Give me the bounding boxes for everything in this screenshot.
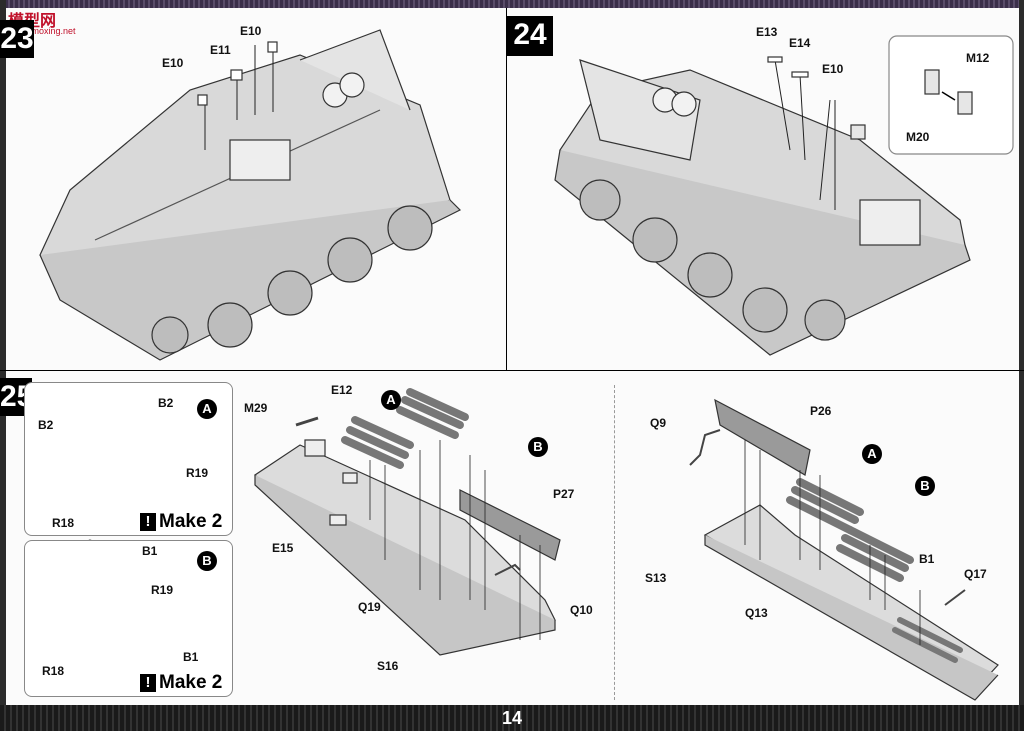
panel-divider-horizontal <box>0 370 1024 371</box>
page-footer-bar <box>0 705 1024 731</box>
badge-b-right: B <box>915 476 935 496</box>
inset-box-step24 <box>888 35 1014 155</box>
page-right-border <box>1019 0 1024 731</box>
panel-divider-dashed <box>614 385 615 700</box>
step-number-24: 24 <box>507 16 553 56</box>
label-m12: M12 <box>966 51 990 65</box>
make-count-a: !Make 2 <box>140 511 222 533</box>
watermark-url: www.moxing.net <box>10 26 76 36</box>
label-s16: S16 <box>377 659 399 673</box>
hull-drawing-step23 <box>39 29 462 361</box>
label-b1-top: B1 <box>142 544 158 558</box>
label-e10-left: E10 <box>162 56 184 70</box>
rocket-rack-drawing-right <box>689 398 999 701</box>
label-b2-left: B2 <box>38 418 54 432</box>
badge-b-center: B <box>528 437 548 457</box>
label-q19: Q19 <box>358 600 381 614</box>
badge-a-right: A <box>862 444 882 464</box>
make-count-a-text: Make 2 <box>159 511 223 532</box>
label-p26: P26 <box>810 404 832 418</box>
label-r18-a: R18 <box>52 516 75 530</box>
badge-a-center: A <box>381 390 401 410</box>
rocket-rack-drawing-center <box>254 388 561 656</box>
step-number-23: 23 <box>0 20 34 58</box>
label-r18-b: R18 <box>42 664 65 678</box>
page-left-border <box>0 0 6 731</box>
label-q13: Q13 <box>745 606 768 620</box>
label-b1-bottom: B1 <box>183 650 199 664</box>
label-p27: P27 <box>553 487 575 501</box>
label-e12: E12 <box>331 383 353 397</box>
make-count-b-text: Make 2 <box>159 672 223 693</box>
label-b2-top: B2 <box>158 396 174 410</box>
label-s13: S13 <box>645 571 667 585</box>
label-m20: M20 <box>906 130 930 144</box>
hull-drawing-step24 <box>554 56 971 356</box>
panel-divider-vertical <box>506 8 507 371</box>
label-q10: Q10 <box>570 603 593 617</box>
badge-a: A <box>197 399 217 419</box>
label-e10-top: E10 <box>240 24 262 38</box>
label-r19-b: R19 <box>151 583 174 597</box>
label-e11: E11 <box>210 43 231 57</box>
label-q17: Q17 <box>964 567 987 581</box>
exclamation-icon: ! <box>140 513 156 531</box>
page-top-border <box>0 0 1024 8</box>
page-number: 14 <box>501 708 523 728</box>
label-m29: M29 <box>244 401 268 415</box>
make-count-b: !Make 2 <box>140 672 222 694</box>
badge-b: B <box>197 551 217 571</box>
label-e15: E15 <box>272 541 294 555</box>
label-e13: E13 <box>756 25 778 39</box>
exclamation-icon: ! <box>140 674 156 692</box>
label-e14: E14 <box>789 36 811 50</box>
label-e10-step24: E10 <box>822 62 844 76</box>
label-b1-right: B1 <box>919 552 935 566</box>
label-q9: Q9 <box>650 416 667 430</box>
label-r19-a: R19 <box>186 466 209 480</box>
